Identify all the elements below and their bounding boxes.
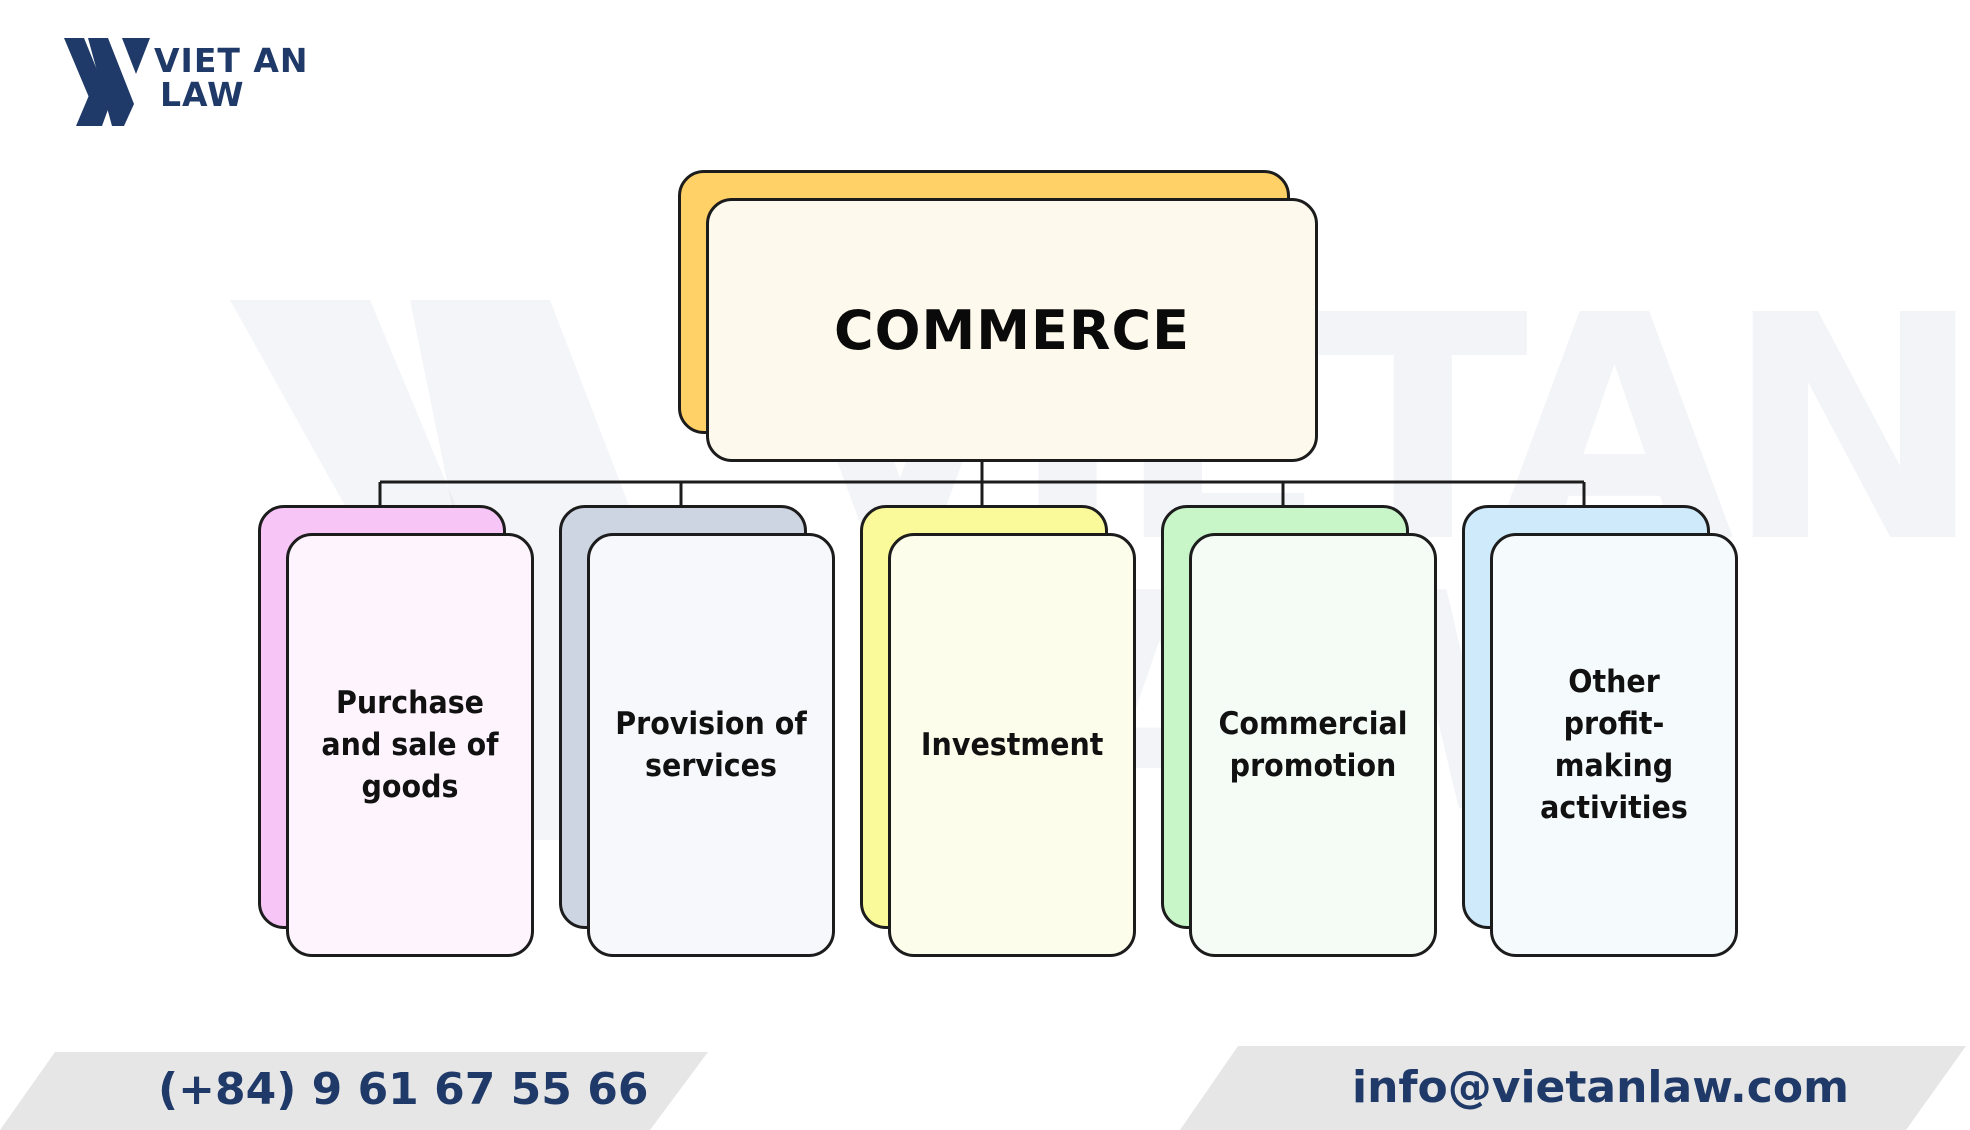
- child-node: Other profit-making activities: [1462, 505, 1738, 957]
- root-node: COMMERCE: [678, 170, 1318, 462]
- child-node-label: Other profit-making activities: [1540, 664, 1688, 826]
- child-node: Commercial promotion: [1161, 505, 1437, 957]
- child-node-front: Investment: [888, 533, 1136, 957]
- root-node-front: COMMERCE: [706, 198, 1318, 462]
- child-node: Investment: [860, 505, 1136, 957]
- logo-line2: LAW: [160, 75, 245, 114]
- root-node-label: COMMERCE: [834, 298, 1190, 362]
- child-node-label: Investment: [920, 727, 1104, 763]
- email-band: [1180, 1046, 1966, 1130]
- logo-wordmark: VIET AN LAW: [154, 44, 309, 112]
- child-node-front: Purchase and sale of goods: [286, 533, 534, 957]
- child-node-front: Other profit-making activities: [1490, 533, 1738, 957]
- logo-line1: VIET AN: [154, 41, 309, 80]
- child-node-label: Provision of services: [615, 706, 807, 784]
- email-address[interactable]: info@vietanlaw.com: [1352, 1062, 1849, 1113]
- child-node-front: Provision of services: [587, 533, 835, 957]
- child-node: Purchase and sale of goods: [258, 505, 534, 957]
- child-node-label: Commercial promotion: [1218, 706, 1408, 784]
- phone-band: [0, 1052, 708, 1130]
- child-node: Provision of services: [559, 505, 835, 957]
- phone-number[interactable]: (+84) 9 61 67 55 66: [158, 1064, 649, 1115]
- child-node-front: Commercial promotion: [1189, 533, 1437, 957]
- vietan-logo: VIET AN LAW: [62, 34, 322, 126]
- child-node-label: Purchase and sale of goods: [321, 685, 499, 805]
- vietan-logo-icon: [64, 38, 150, 126]
